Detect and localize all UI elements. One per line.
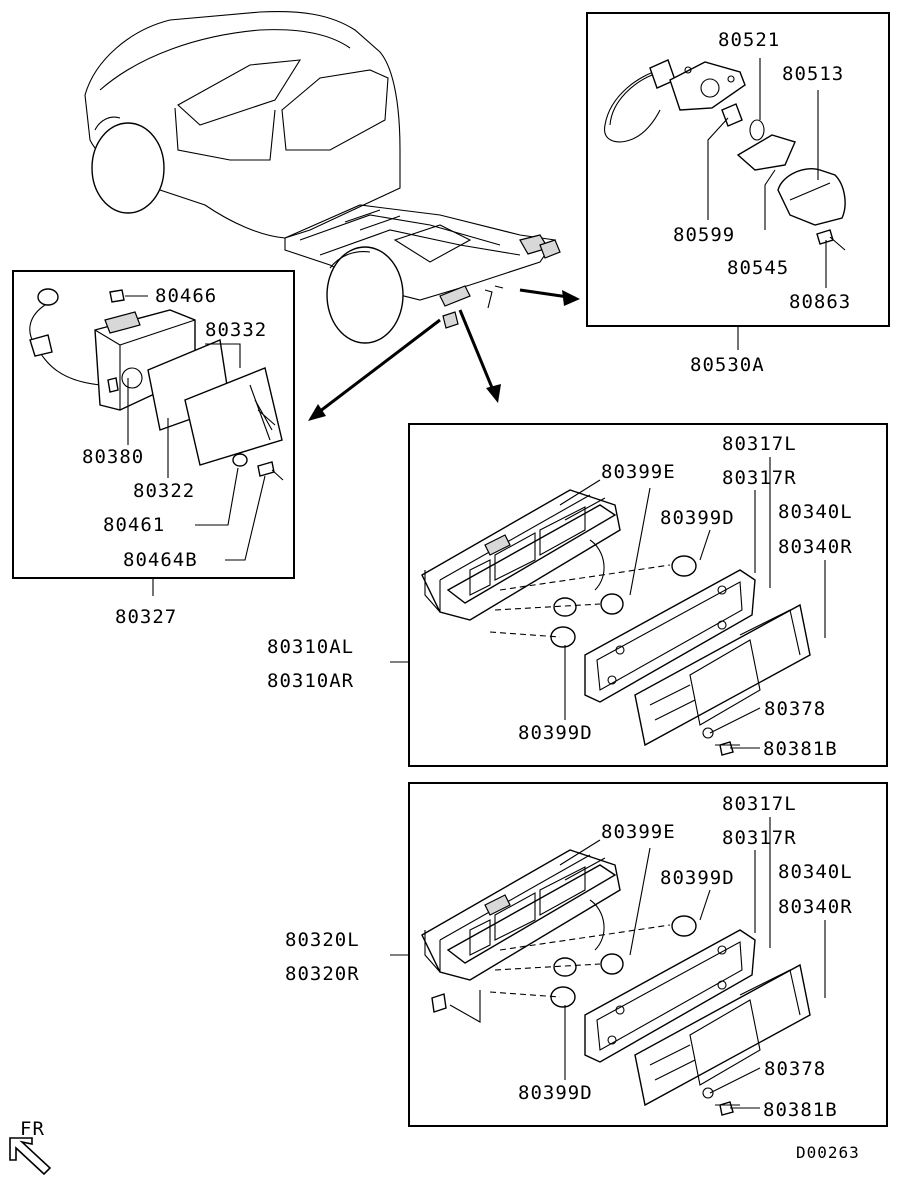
assembly-label-80327: 80327: [115, 606, 177, 628]
assembly-label-80320l: 80320L: [285, 929, 360, 951]
part-label-80399d-top-1: 80399D: [660, 507, 735, 529]
combination-lamp-drawing-1: [390, 457, 826, 756]
part-label-80399e-1: 80399E: [601, 461, 676, 483]
part-label-80399d-top-2: 80399D: [660, 867, 735, 889]
part-label-80461: 80461: [103, 514, 165, 536]
part-label-80332: 80332: [205, 319, 267, 341]
part-label-80381b-2: 80381B: [763, 1099, 838, 1121]
assembly-label-80530a: 80530A: [690, 354, 765, 376]
assembly-label-80320r: 80320R: [285, 963, 360, 985]
part-label-80340l-1: 80340L: [778, 501, 853, 523]
part-label-80381b-1: 80381B: [763, 738, 838, 760]
part-label-80322: 80322: [133, 480, 195, 502]
part-label-80399d-bottom-1: 80399D: [518, 722, 593, 744]
part-label-80513: 80513: [782, 63, 844, 85]
part-label-80599: 80599: [673, 224, 735, 246]
part-label-80863: 80863: [789, 291, 851, 313]
part-label-80380: 80380: [82, 446, 144, 468]
license-lamp-drawing: [604, 58, 846, 350]
part-label-80317l-1: 80317L: [722, 433, 797, 455]
part-label-80378-1: 80378: [764, 698, 826, 720]
vehicle-illustration: [84, 11, 580, 421]
front-direction-arrow-icon: [9, 1137, 52, 1176]
part-label-80545: 80545: [727, 257, 789, 279]
part-label-80317r-1: 80317R: [722, 467, 797, 489]
assembly-label-80310al: 80310AL: [267, 636, 354, 658]
part-label-80340r-1: 80340R: [778, 536, 853, 558]
part-label-80317l-2: 80317L: [722, 793, 797, 815]
combination-lamp-drawing-2: [390, 817, 826, 1116]
diagram-code: D00263: [796, 1143, 860, 1162]
assembly-label-80310ar: 80310AR: [267, 670, 354, 692]
part-label-80399d-bottom-2: 80399D: [518, 1082, 593, 1104]
license-lamp-box: [586, 12, 890, 327]
reflector-lamp-drawing: [29, 288, 284, 596]
part-label-80378-2: 80378: [764, 1058, 826, 1080]
part-label-80464b: 80464B: [123, 549, 198, 571]
part-label-80521: 80521: [718, 29, 780, 51]
combination-lamp-box-1: [408, 423, 888, 767]
direction-label: FR: [20, 1118, 45, 1140]
part-label-80466: 80466: [155, 285, 217, 307]
part-label-80340l-2: 80340L: [778, 861, 853, 883]
part-label-80399e-2: 80399E: [601, 821, 676, 843]
part-label-80317r-2: 80317R: [722, 827, 797, 849]
part-label-80340r-2: 80340R: [778, 896, 853, 918]
